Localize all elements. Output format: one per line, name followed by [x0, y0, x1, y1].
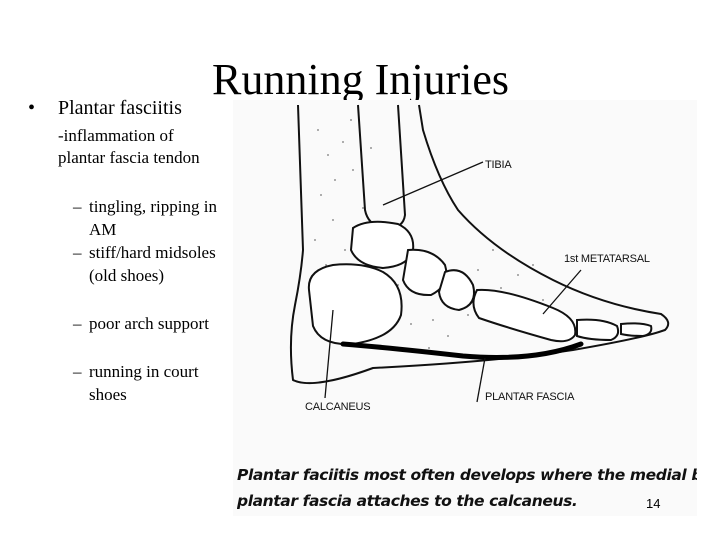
- foot-anatomy-figure: TIBIA 1st METATARSAL CALCANEUS PLANTAR F…: [233, 100, 697, 516]
- tibia-bone: [357, 104, 407, 230]
- slide-title: Running Injuries: [212, 55, 509, 104]
- sub-bullet-dash: –: [73, 314, 82, 333]
- sub-bullet: –tingling, ripping in AM: [58, 196, 218, 241]
- figure-caption: Plantar faciitis most often develops whe…: [237, 462, 697, 514]
- foot-anatomy-drawing: TIBIA 1st METATARSAL CALCANEUS PLANTAR F…: [289, 104, 670, 413]
- first-metatarsal-bone: [472, 288, 577, 343]
- caption-line: plantar fascia attaches to the calcaneus…: [237, 492, 578, 510]
- page-number: 14: [646, 496, 661, 511]
- distal-phalanx-bone: [620, 322, 653, 338]
- sub-bullet-dash: –: [73, 197, 82, 216]
- sub-bullet: –running in court shoes: [58, 361, 218, 406]
- proximal-phalanx-bone: [576, 318, 620, 342]
- tibia-leader-line: [382, 161, 484, 206]
- sub-bullet-dash: –: [73, 362, 82, 381]
- metatarsal-label: 1st METATARSAL: [564, 253, 650, 265]
- sub-bullet-text: stiff/hard midsoles (old shoes): [89, 243, 216, 285]
- sub-bullet-text: running in court shoes: [89, 362, 199, 404]
- calcaneus-label: CALCANEUS: [305, 401, 370, 413]
- plantar-fascia-label: PLANTAR FASCIA: [485, 391, 575, 403]
- plantar-fascia-leader-line: [476, 357, 486, 403]
- sub-bullet: –stiff/hard midsoles (old shoes): [58, 242, 218, 287]
- main-bullet: • Plantar fasciitis: [28, 96, 182, 120]
- caption-line: Plantar faciitis most often develops whe…: [237, 466, 697, 484]
- calcaneus-leader-line: [324, 309, 334, 399]
- main-bullet-text: Plantar fasciitis: [58, 97, 182, 119]
- talus-bone: [349, 220, 415, 270]
- plantar-fascia-band: [340, 341, 584, 360]
- sub-bullet-dash: –: [73, 243, 82, 262]
- description-text: -inflammation of plantar fascia tendon: [58, 126, 200, 167]
- tibia-label: TIBIA: [485, 159, 512, 171]
- foot-outline: [289, 104, 670, 385]
- sub-bullet: –poor arch support: [58, 313, 218, 336]
- bullet-dot: •: [28, 97, 36, 119]
- sub-bullet-text: tingling, ripping in AM: [89, 197, 217, 239]
- calcaneus-bone: [307, 263, 403, 346]
- cuneiform-bone: [437, 269, 475, 312]
- metatarsal-leader-line: [542, 269, 582, 315]
- sub-bullet-text: poor arch support: [89, 314, 209, 333]
